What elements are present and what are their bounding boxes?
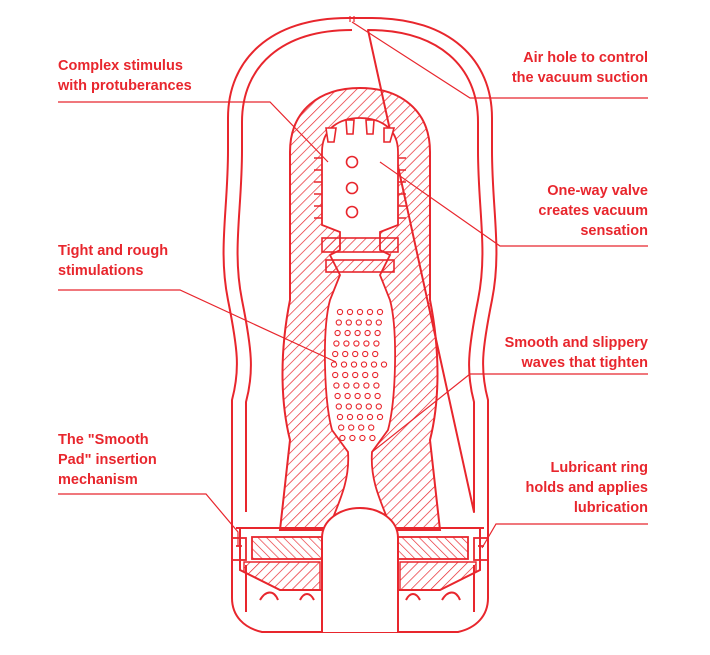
texture-dot: [366, 413, 374, 421]
texture-dot: [353, 340, 360, 347]
side-grooves: [314, 157, 406, 219]
texture-dot: [336, 413, 344, 421]
texture-dot: [342, 371, 349, 379]
leader-lines: [58, 21, 648, 549]
texture-dot: [335, 403, 342, 410]
texture-dot: [360, 361, 368, 368]
texture-dot: [352, 350, 359, 358]
texture-dot: [376, 413, 384, 421]
texture-dot: [365, 403, 372, 410]
texture-dot: [330, 361, 338, 368]
texture-dot: [375, 319, 382, 326]
texture-dot: [346, 413, 354, 421]
texture-dot: [368, 424, 375, 431]
protuberances: [325, 119, 396, 143]
texture-dot: [345, 319, 352, 326]
texture-dot: [333, 382, 340, 389]
texture-dot: [348, 424, 355, 431]
texture-dot: [370, 361, 378, 368]
texture-dot: [354, 329, 361, 337]
texture-dot: [356, 413, 364, 421]
callout-smooth-waves: Smooth and slippery waves that tighten: [504, 335, 648, 371]
texture-dot: [334, 392, 341, 400]
texture-dot: [342, 350, 349, 358]
texture-dot: [355, 319, 362, 326]
texture-dot: [332, 371, 339, 379]
callout-tight-rough: Tight and rough stimulations: [58, 243, 169, 279]
outer-case: [222, 17, 498, 633]
texture-dot: [363, 340, 370, 347]
texture-dot: [374, 392, 381, 400]
texture-dot: [345, 403, 352, 410]
texture-dot: [362, 350, 369, 358]
texture-dot: [338, 424, 345, 431]
texture-dot: [352, 371, 359, 379]
texture-dot: [356, 308, 364, 316]
insertion-opening: [321, 506, 399, 632]
texture-dot: [372, 350, 379, 358]
texture-dot: [333, 340, 340, 347]
dot-texture: [330, 308, 388, 442]
texture-dot: [335, 319, 342, 326]
inner-case-wall: [236, 29, 484, 513]
texture-dot: [332, 350, 339, 358]
air-hole-icon: [349, 16, 355, 22]
texture-dot: [369, 434, 376, 442]
callout-lubricant-ring: Lubricant ring holds and applies lubrica…: [525, 460, 648, 516]
texture-dot: [346, 308, 354, 316]
texture-dot: [355, 403, 362, 410]
texture-dot: [343, 340, 350, 347]
texture-dot: [376, 308, 384, 316]
texture-dot: [375, 403, 382, 410]
texture-dot: [374, 329, 381, 337]
texture-dot: [350, 361, 358, 368]
texture-dot: [339, 434, 346, 442]
texture-dot: [362, 371, 369, 379]
chamber-holes: [345, 155, 359, 219]
smooth-pad: [251, 536, 469, 560]
callout-one-way-valve: One-way valve creates vacuum sensation: [538, 183, 648, 239]
inner-cavity: [321, 117, 399, 531]
texture-dot: [373, 340, 380, 347]
callout-air-hole: Air hole to control the vacuum suction: [511, 50, 648, 86]
valve-rings: [321, 237, 399, 273]
texture-dot: [359, 434, 366, 442]
texture-dot: [365, 319, 372, 326]
texture-dot: [336, 308, 344, 316]
texture-dot: [372, 371, 379, 379]
texture-dot: [366, 308, 374, 316]
texture-dot: [363, 382, 370, 389]
texture-dot: [344, 392, 351, 400]
callout-smooth-pad: The "Smooth Pad" insertion mechanism: [58, 432, 157, 488]
texture-dot: [343, 382, 350, 389]
texture-dot: [364, 329, 371, 337]
texture-dot: [334, 329, 341, 337]
texture-dot: [340, 361, 348, 368]
callout-complex-stimulus: Complex stimulus with protuberances: [58, 58, 192, 94]
base-hatch: [243, 561, 477, 591]
texture-dot: [354, 392, 361, 400]
texture-dot: [364, 392, 371, 400]
texture-dot: [380, 361, 388, 368]
texture-dot: [373, 382, 380, 389]
texture-dot: [344, 329, 351, 337]
texture-dot: [349, 434, 356, 442]
texture-dot: [353, 382, 360, 389]
texture-dot: [358, 424, 365, 431]
